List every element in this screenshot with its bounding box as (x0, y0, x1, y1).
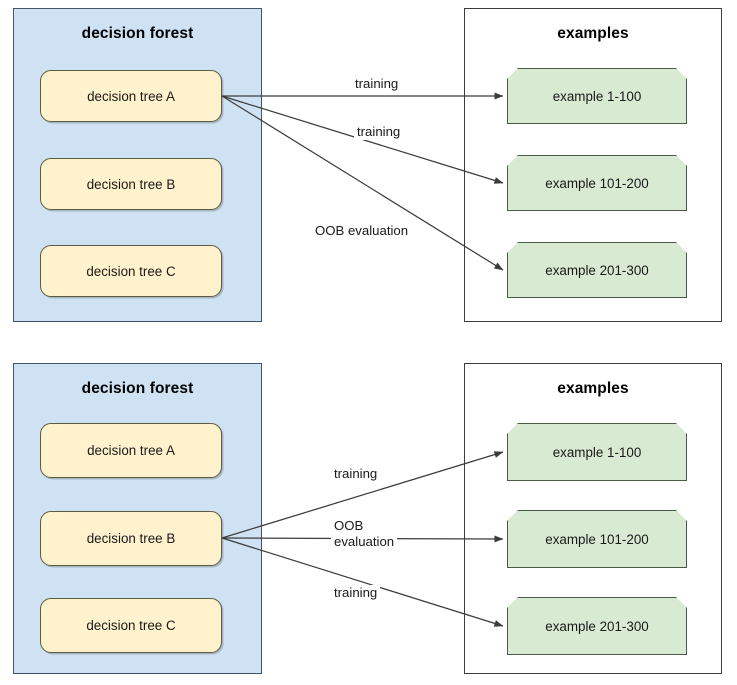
example-201-300-top-label: example 201-300 (545, 262, 649, 278)
edge-label-bottom-oob-line1: OOB (334, 518, 364, 533)
examples-title-bottom: examples (557, 380, 629, 397)
edge-bottom-training-2 (221, 537, 504, 627)
decision-tree-c-bottom[interactable]: decision tree C (40, 598, 222, 653)
example-101-200-top[interactable]: example 101-200 (507, 155, 687, 211)
decision-tree-b-bottom-label: decision tree B (86, 531, 176, 546)
edge-label-bottom-oob-line2: evaluation (334, 534, 395, 549)
decision-tree-c-bottom-label: decision tree C (86, 618, 176, 633)
example-1-100-top-label: example 1-100 (552, 88, 642, 104)
edge-label-top-training-1: training (352, 76, 402, 92)
decision-tree-a-top[interactable]: decision tree A (40, 70, 222, 122)
example-201-300-bottom-label: example 201-300 (545, 618, 649, 634)
decision-forest-title-top: decision forest (81, 25, 194, 42)
edge-label-bottom-oob-evaluation: OOB evaluation (331, 518, 398, 550)
example-101-200-top-label: example 101-200 (545, 175, 649, 191)
decision-tree-a-top-label: decision tree A (87, 88, 175, 104)
example-101-200-bottom[interactable]: example 101-200 (507, 510, 687, 568)
example-1-100-top[interactable]: example 1-100 (507, 68, 687, 124)
example-101-200-bottom-label: example 101-200 (545, 531, 649, 547)
example-201-300-bottom[interactable]: example 201-300 (507, 597, 687, 655)
edge-label-top-training-2: training (354, 124, 404, 140)
edge-label-bottom-training-1: training (331, 466, 381, 482)
decision-tree-c-top-label: decision tree C (86, 263, 176, 279)
example-201-300-top[interactable]: example 201-300 (507, 242, 687, 298)
edge-label-bottom-training-2: training (331, 585, 381, 601)
examples-title-top: examples (557, 25, 629, 42)
example-1-100-bottom-label: example 1-100 (552, 444, 642, 460)
edge-top-oob-evaluation (221, 95, 504, 271)
edge-label-top-oob-evaluation: OOB evaluation (312, 223, 412, 239)
decision-tree-b-top-label: decision tree B (86, 176, 176, 192)
decision-tree-c-top[interactable]: decision tree C (40, 245, 222, 297)
decision-tree-b-top[interactable]: decision tree B (40, 158, 222, 210)
decision-tree-b-bottom[interactable]: decision tree B (40, 511, 222, 566)
decision-tree-a-bottom[interactable]: decision tree A (40, 423, 222, 478)
example-1-100-bottom[interactable]: example 1-100 (507, 423, 687, 481)
decision-forest-title-bottom: decision forest (81, 380, 194, 397)
decision-tree-a-bottom-label: decision tree A (87, 443, 175, 458)
